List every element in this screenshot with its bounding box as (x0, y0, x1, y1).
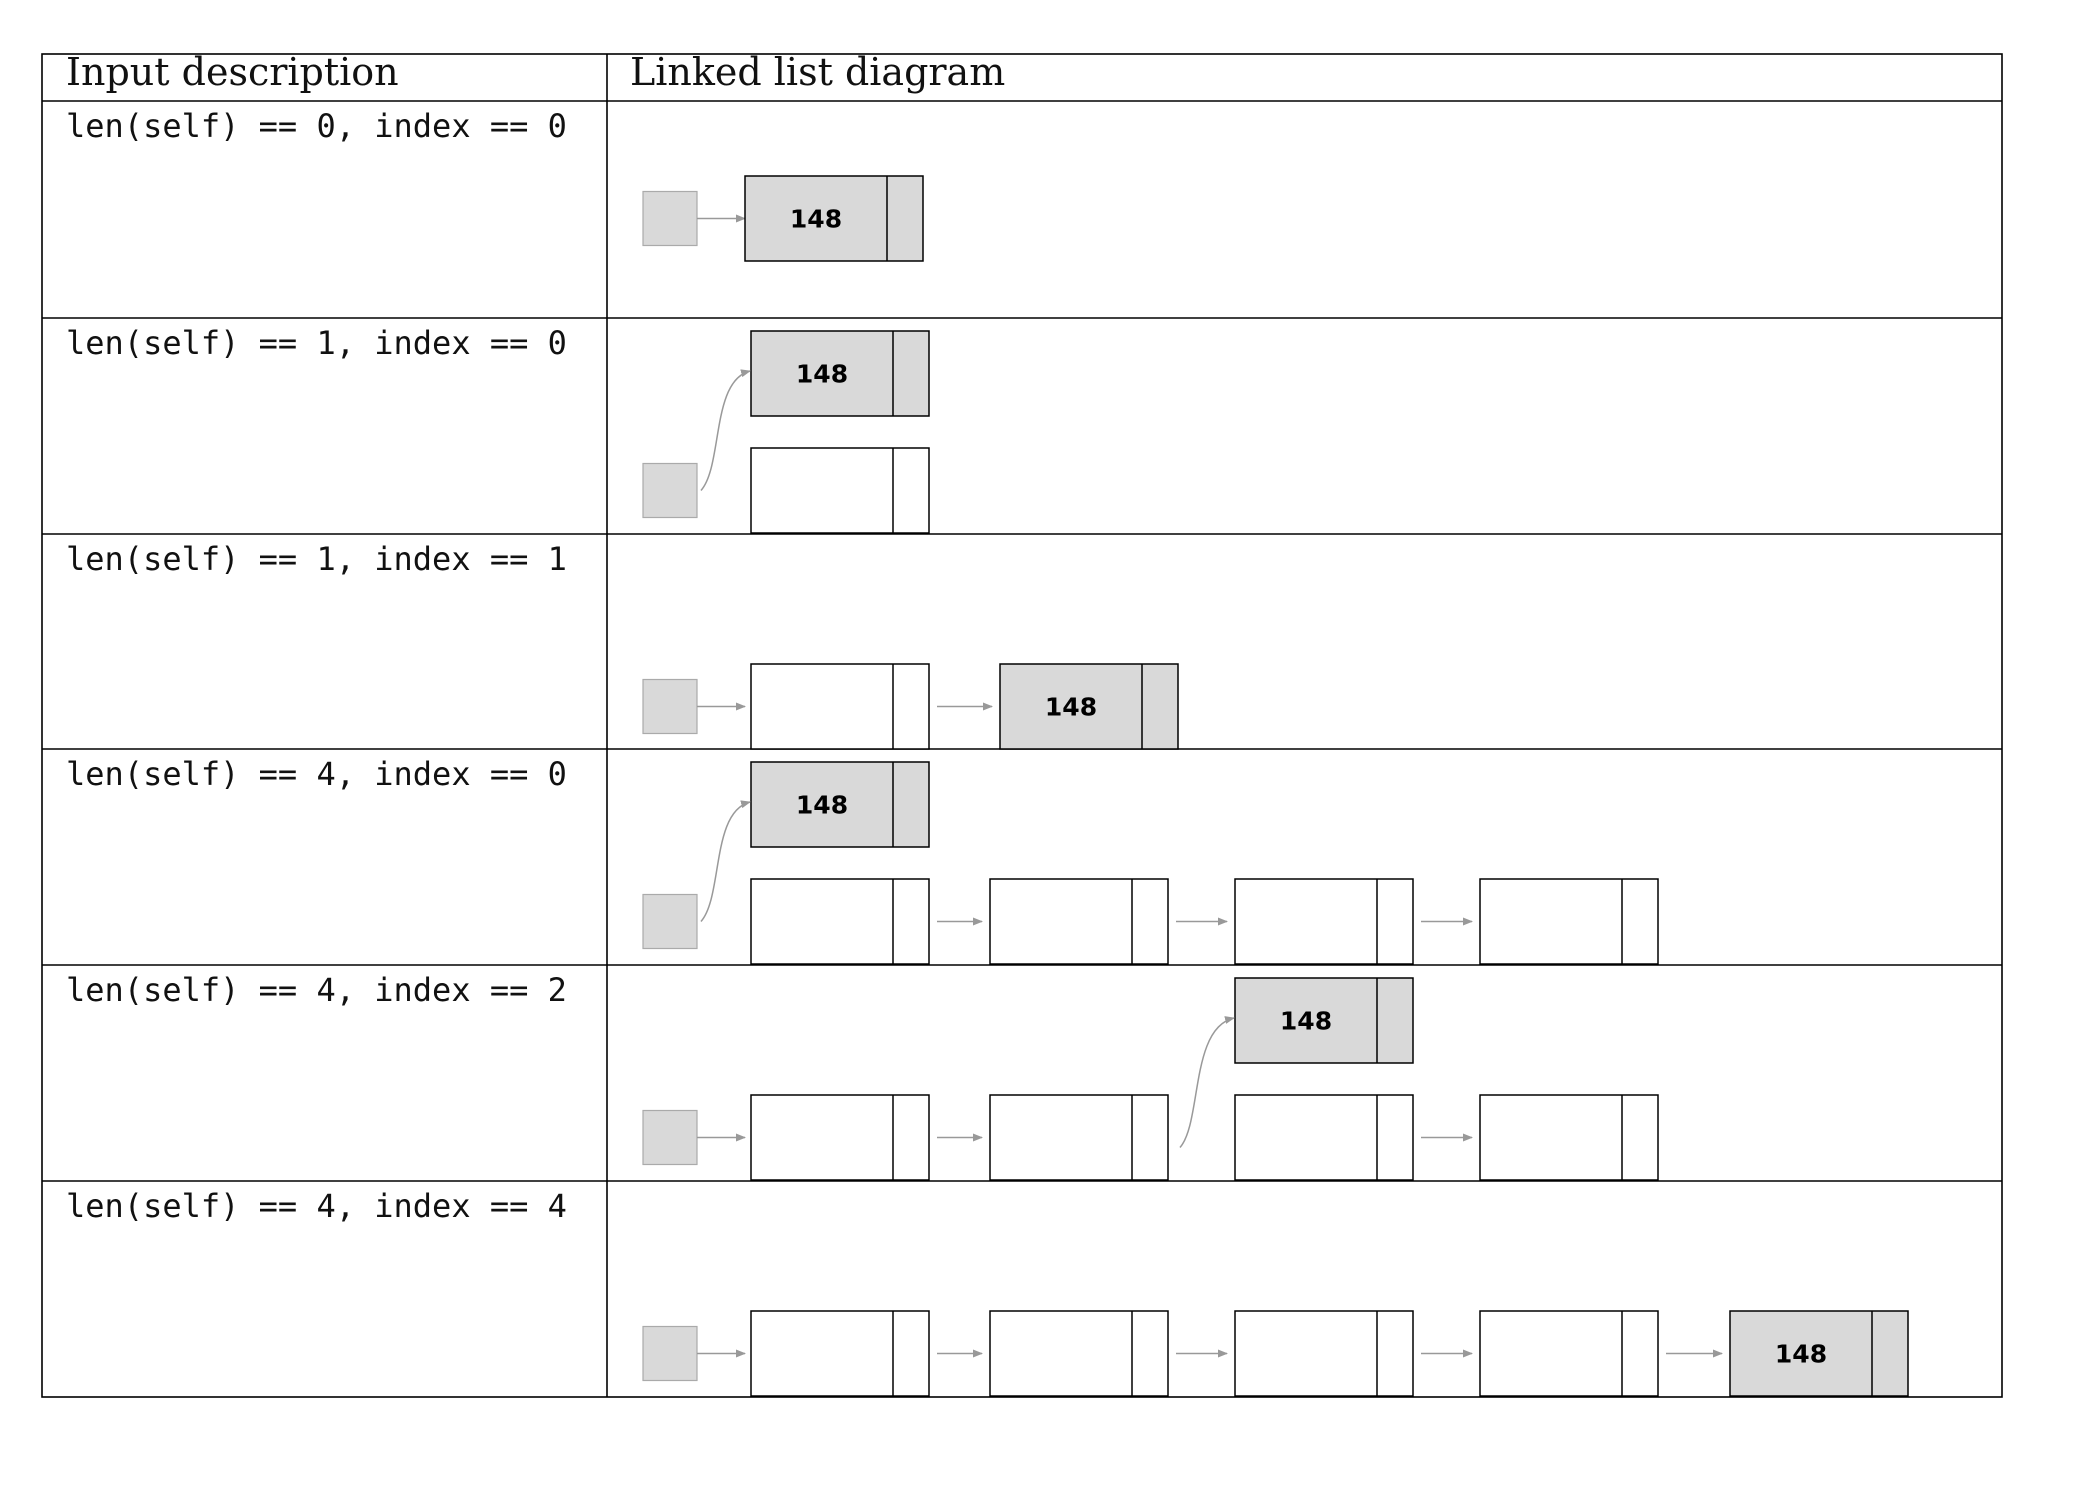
new-node-box (744, 175, 924, 262)
input-description: len(self) == 0, index == 0 (66, 107, 567, 145)
list-node (1234, 878, 1414, 965)
head-pointer (642, 678, 698, 735)
table-row: len(self) == 0, index == 0 148 (66, 107, 924, 262)
input-description: len(self) == 1, index == 1 (66, 540, 567, 578)
list-node (1234, 1310, 1414, 1397)
node-box (989, 878, 1169, 965)
node-box (1234, 878, 1414, 965)
head-pointer (642, 1109, 698, 1166)
new-node: 148 (744, 175, 924, 262)
head-pointer (642, 893, 698, 950)
insert-arrow (700, 800, 751, 922)
new-node: 148 (750, 761, 930, 848)
new-node: 148 (999, 663, 1179, 750)
list-node (1479, 1094, 1659, 1181)
node-box (1479, 878, 1659, 965)
node-box (750, 1094, 930, 1181)
table-row: len(self) == 4, index == 4 148 (66, 1187, 1909, 1397)
node-box (1234, 1310, 1414, 1397)
header-input-description: Input description (66, 50, 399, 94)
node-value: 148 (1775, 1340, 1827, 1369)
node-value: 148 (1280, 1007, 1332, 1036)
node-value: 148 (790, 205, 842, 234)
head-pointer (642, 190, 698, 247)
node-box (1234, 1094, 1414, 1181)
node-box (1479, 1094, 1659, 1181)
input-description: len(self) == 4, index == 4 (66, 1187, 567, 1225)
input-description: len(self) == 1, index == 0 (66, 324, 567, 362)
list-node (750, 878, 930, 965)
head-pointer (642, 462, 698, 519)
list-node (989, 878, 1169, 965)
input-description: len(self) == 4, index == 2 (66, 971, 567, 1009)
list-node (989, 1310, 1169, 1397)
insert-arrow (1179, 1016, 1235, 1148)
node-box (750, 1310, 930, 1397)
node-box (989, 1310, 1169, 1397)
input-description: len(self) == 4, index == 0 (66, 755, 567, 793)
new-node: 148 (1234, 977, 1414, 1064)
list-node (750, 1310, 930, 1397)
new-node: 148 (1729, 1310, 1909, 1397)
new-node-box (999, 663, 1179, 750)
list-node (750, 663, 930, 750)
table-border (41, 53, 2003, 1398)
list-node (989, 1094, 1169, 1181)
node-value: 148 (1045, 693, 1097, 722)
node-box (750, 447, 930, 534)
table-row: len(self) == 4, index == 0 148 (66, 755, 1659, 965)
table-header: Input description Linked list diagram (66, 50, 1005, 94)
table-row: len(self) == 4, index == 2 148 (66, 971, 1659, 1181)
node-value: 148 (796, 360, 848, 389)
new-node-box (750, 330, 930, 417)
table-row: len(self) == 1, index == 0 148 (66, 324, 930, 534)
header-linked-list-diagram: Linked list diagram (630, 50, 1005, 94)
head-pointer (642, 1325, 698, 1382)
list-node (750, 447, 930, 534)
new-node-box (750, 761, 930, 848)
new-node-box (1234, 977, 1414, 1064)
list-node (1479, 878, 1659, 965)
new-node: 148 (750, 330, 930, 417)
table-row: len(self) == 1, index == 1 148 (66, 540, 1179, 750)
table-grid (41, 53, 2003, 1398)
node-box (750, 878, 930, 965)
node-box (989, 1094, 1169, 1181)
list-node (750, 1094, 930, 1181)
insert-arrow (700, 369, 751, 491)
new-node-box (1729, 1310, 1909, 1397)
node-box (750, 663, 930, 750)
node-box (1479, 1310, 1659, 1397)
list-node (1479, 1310, 1659, 1397)
node-value: 148 (796, 791, 848, 820)
list-node (1234, 1094, 1414, 1181)
